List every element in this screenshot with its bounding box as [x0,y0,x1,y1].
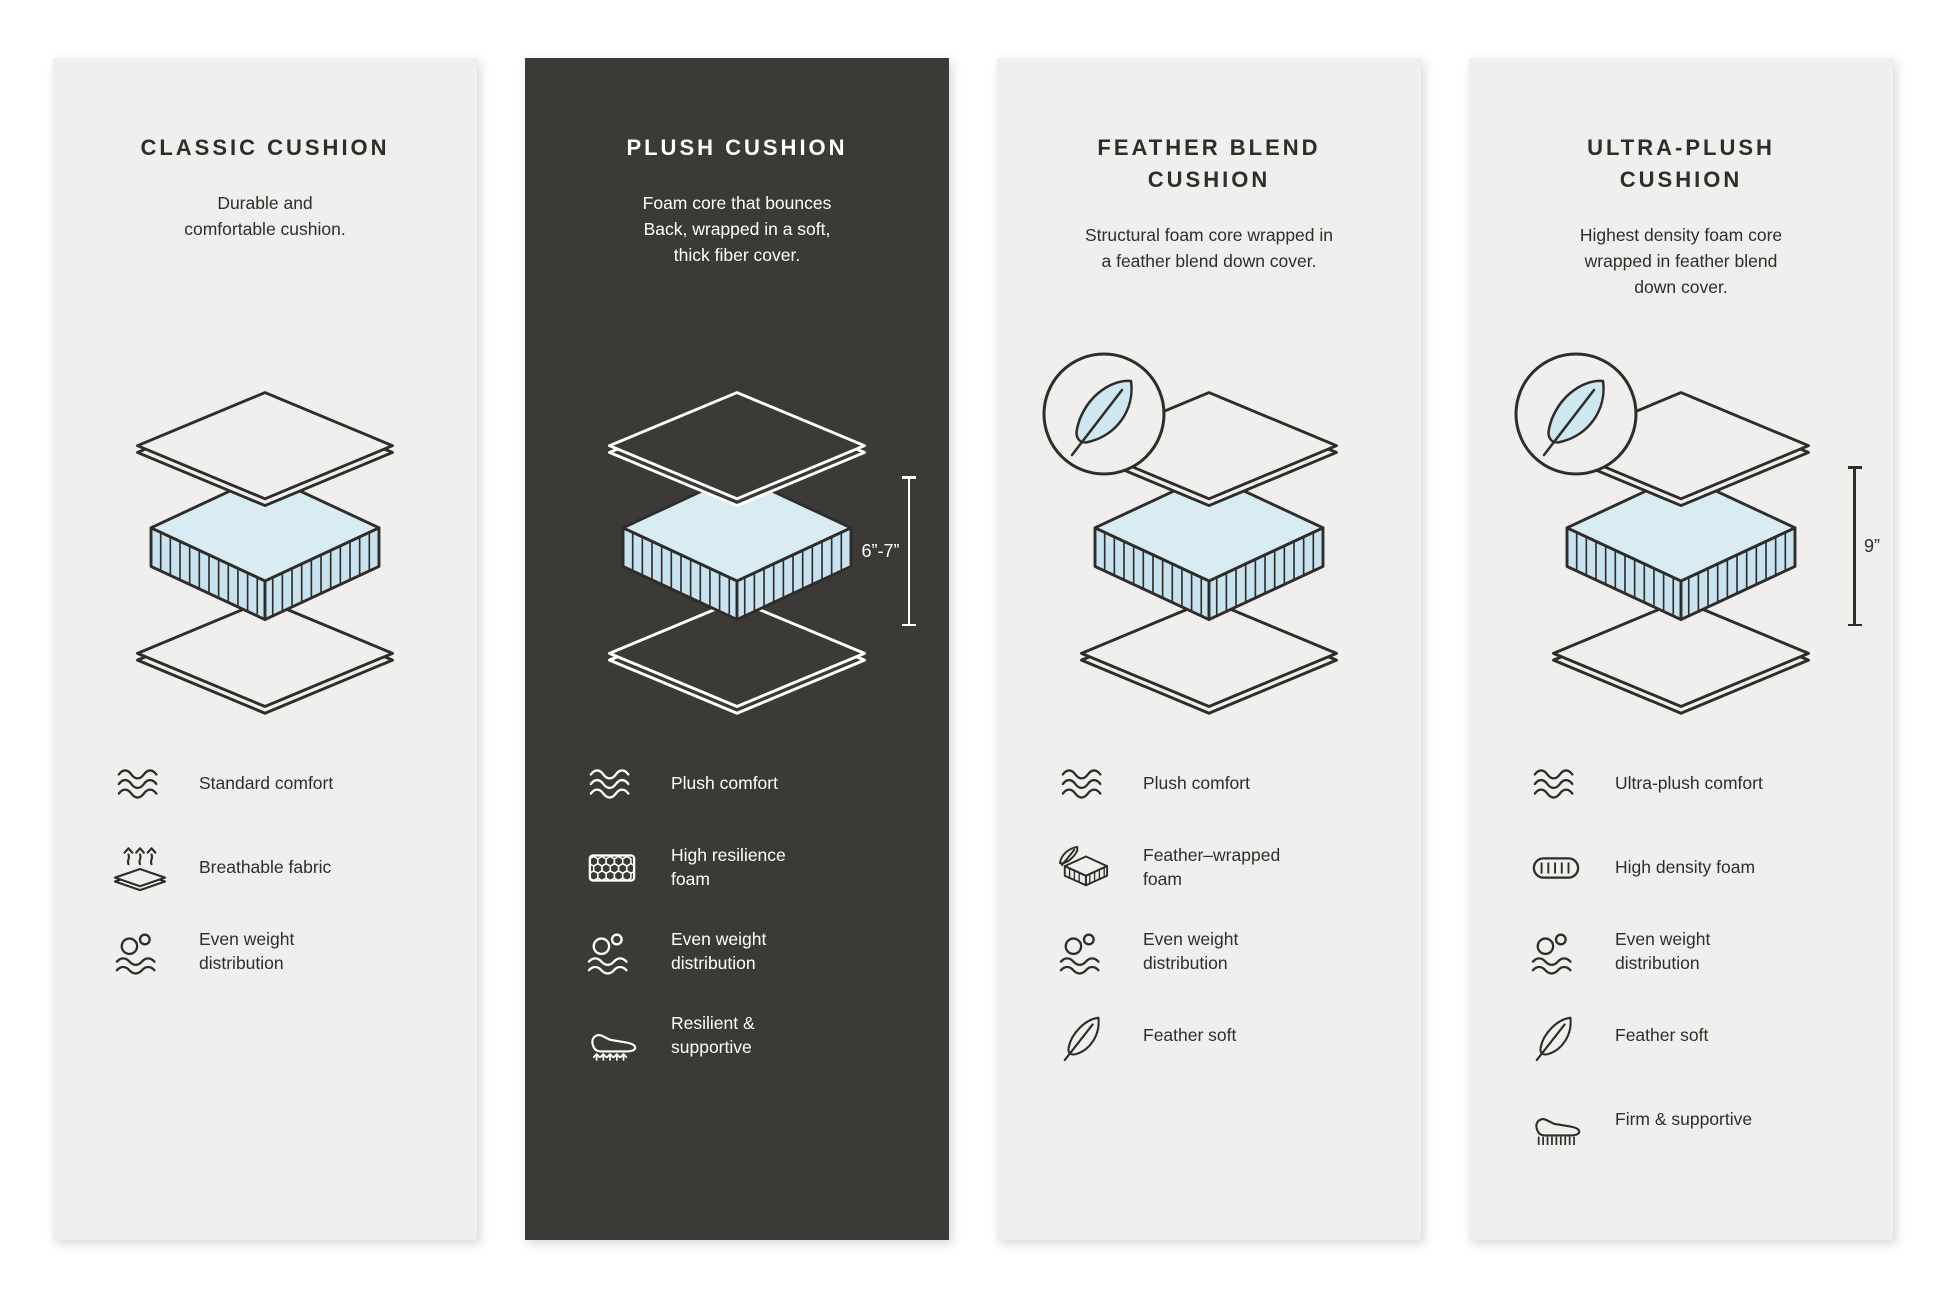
feature-label: Even weight distribution [199,929,295,973]
card-plush-cushion: PLUSH CUSHION Foam core that bounces Bac… [525,58,949,1240]
feature-list: Plush comfort High resilience foam Even … [581,758,915,1062]
feather-wrapped-foam-icon [1053,843,1115,893]
feature-row: Standard comfort [109,758,443,810]
feather-badge [1040,350,1168,478]
feature-row: High density foam [1525,842,1859,894]
card-title: CLASSIC CUSHION [140,135,390,160]
card-ultra-plush-cushion: ULTRA-PLUSH CUSHION Highest density foam… [1469,58,1893,1240]
honeycomb-foam-icon [581,843,643,893]
cushion-diagram [1035,380,1383,720]
feature-row: Feather soft [1525,1010,1859,1062]
feature-label: Resilient & supportive [671,1013,755,1057]
cushion-layers-illustration [120,380,410,720]
feature-label: Even weight distribution [1143,929,1239,973]
high-density-foam-icon [1525,843,1587,893]
height-measurement: 6”-7” [861,476,915,626]
feature-label: Firm & supportive [1615,1109,1753,1130]
waves-icon [1053,759,1115,809]
feature-label: Ultra-plush comfort [1615,773,1763,794]
feature-row: Even weight distribution [1525,926,1859,978]
feature-row: High resilience foam [581,842,915,894]
cushion-diagram [91,380,439,720]
height-measurement: 9” [1848,466,1880,626]
card-title: PLUSH CUSHION [626,135,848,160]
firm-supportive-icon [1525,1095,1587,1145]
card-description: Durable and comfortable cushion. [184,192,346,240]
feature-label: High density foam [1615,857,1756,878]
feather-icon [1525,1011,1587,1061]
feature-label: Feather soft [1615,1025,1709,1046]
card-description: Structural foam core wrapped in a feathe… [1084,224,1334,272]
card-title: FEATHER BLEND CUSHION [1097,135,1321,192]
feather-circle-icon [1040,350,1168,478]
waves-icon [581,759,643,809]
even-weight-distribution-icon [109,927,171,977]
feather-badge [1512,350,1640,478]
feature-label: Standard comfort [199,773,334,794]
even-weight-distribution-icon [1053,927,1115,977]
measurement-label: 6”-7” [861,540,900,561]
feature-row: Even weight distribution [581,926,915,978]
breathable-fabric-icon [109,843,171,893]
feature-row: Breathable fabric [109,842,443,894]
cushion-diagram: 6”-7” [563,380,915,720]
resilient-supportive-icon [581,1011,643,1061]
feature-list: Ultra-plush comfort High density foam Ev… [1525,758,1859,1146]
feature-row: Resilient & supportive [581,1010,915,1062]
feature-label: Even weight distribution [1615,929,1711,973]
feature-row: Even weight distribution [1053,926,1387,978]
card-description: Highest density foam core wrapped in fea… [1579,224,1783,298]
feature-label: Feather soft [1143,1025,1237,1046]
feather-icon [1053,1011,1115,1061]
feature-label: Plush comfort [1143,773,1250,794]
feature-label: Even weight distribution [671,929,767,973]
card-description: Foam core that bounces Back, wrapped in … [642,192,832,266]
feature-row: Ultra-plush comfort [1525,758,1859,810]
waves-icon [109,759,171,809]
cushion-layers-illustration [592,380,882,720]
card-title: ULTRA-PLUSH CUSHION [1587,135,1775,192]
feature-label: High resilience foam [671,845,786,889]
card-feather-blend-cushion: FEATHER BLEND CUSHION Structural foam co… [997,58,1421,1240]
feature-row: Feather–wrapped foam [1053,842,1387,894]
feature-row: Feather soft [1053,1010,1387,1062]
feature-row: Firm & supportive [1525,1094,1859,1146]
measurement-label: 9” [1863,535,1880,556]
card-classic-cushion: CLASSIC CUSHION Durable and comfortable … [53,58,477,1240]
feature-list: Plush comfort Feather–wrapped foam Even … [1053,758,1387,1062]
waves-icon [1525,759,1587,809]
feature-row: Plush comfort [581,758,915,810]
feature-list: Standard comfort Breathable fabric Even … [109,758,443,978]
feature-label: Plush comfort [671,773,778,794]
measurement-line [1848,466,1861,626]
feather-circle-icon [1512,350,1640,478]
feature-row: Plush comfort [1053,758,1387,810]
feature-row: Even weight distribution [109,926,443,978]
feature-label: Breathable fabric [199,857,332,878]
even-weight-distribution-icon [1525,927,1587,977]
even-weight-distribution-icon [581,927,643,977]
feature-label: Feather–wrapped foam [1143,845,1281,889]
measurement-line [902,476,915,626]
cushion-diagram: 9” [1507,380,1880,720]
